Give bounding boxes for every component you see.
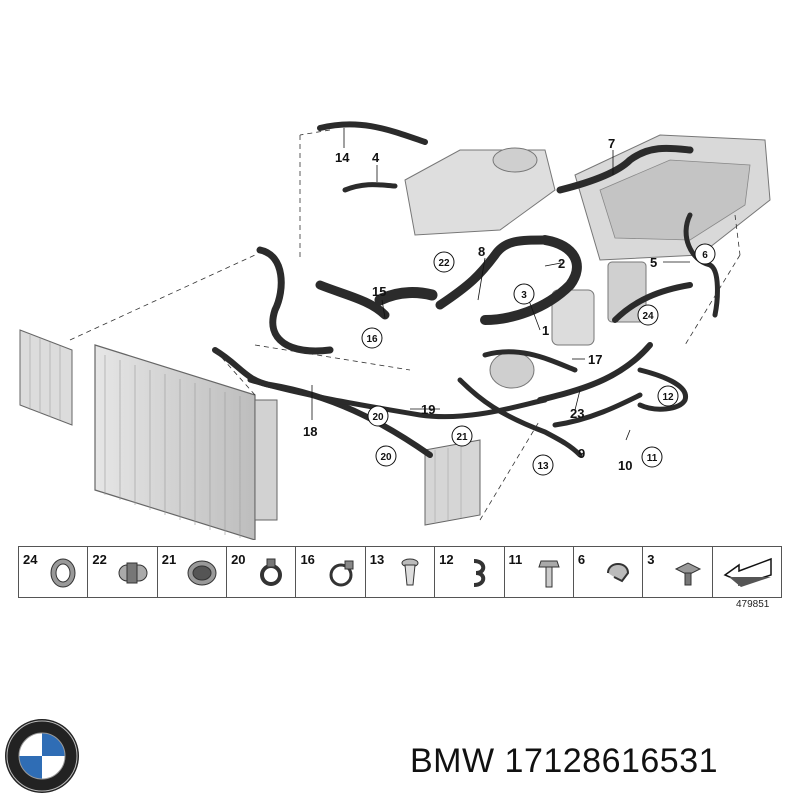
callout-8: 8 — [478, 244, 485, 259]
radiator — [94, 344, 278, 540]
part-cell-24: 24 — [19, 547, 89, 597]
circled-callout-13: 13 — [532, 454, 554, 476]
svg-text:3: 3 — [521, 290, 527, 301]
svg-text:13: 13 — [537, 461, 549, 472]
part-number: 22 — [92, 552, 107, 567]
callout-7: 7 — [608, 136, 615, 151]
callout-2: 2 — [558, 256, 565, 271]
svg-text:11: 11 — [647, 453, 658, 464]
circled-callout-16: 16 — [361, 327, 383, 349]
callout-10: 10 — [618, 458, 632, 473]
circled-callout-6: 6 — [694, 243, 716, 265]
push-nut-icon — [674, 562, 701, 586]
hose-clamp-band-icon — [50, 558, 76, 588]
bmw-logo-icon — [5, 719, 79, 793]
clip-icon — [607, 563, 630, 583]
part-number: 3 — [647, 552, 655, 567]
part-cell-20: 20 — [227, 547, 297, 597]
svg-text:20: 20 — [380, 452, 392, 463]
spring-clamp-icon — [260, 558, 283, 586]
part-cell-3: 3 — [643, 547, 713, 597]
circled-callout-12: 12 — [657, 385, 679, 407]
callout-5: 5 — [650, 255, 657, 270]
circled-callouts: 22 3 6 16 24 12 20 21 20 13 11 — [361, 243, 716, 476]
part-number: 12 — [439, 552, 454, 567]
hose-connector-icon — [118, 562, 148, 584]
part-number: 11 — [508, 552, 523, 567]
callout-19: 19 — [421, 402, 435, 417]
hose-clamp-wide-icon — [187, 560, 217, 586]
callout-14: 14 — [335, 150, 350, 165]
svg-text:20: 20 — [372, 412, 384, 423]
engine-block — [574, 134, 771, 261]
hose-holder-icon — [473, 559, 485, 587]
callout-15: 15 — [372, 284, 386, 299]
bolt-icon — [538, 560, 560, 588]
circled-callout-3: 3 — [513, 283, 535, 305]
diagram-reference-code: 479851 — [736, 599, 770, 610]
parts-strip: 24 22 21 20 16 13 12 11 6 3 — [18, 546, 782, 598]
part-number: 24 — [23, 552, 38, 567]
part-cell-12: 12 — [435, 547, 505, 597]
callout-18: 18 — [303, 424, 317, 439]
part-number: 6 — [577, 552, 586, 567]
circled-callout-20b: 20 — [375, 445, 397, 467]
part-number: 13 — [369, 552, 385, 567]
coolant-hoses — [212, 121, 720, 458]
part-cell-11: 11 — [505, 547, 574, 597]
part-number-caption: BMW 17128616531 — [410, 742, 719, 780]
circled-callout-21: 21 — [451, 425, 473, 447]
callout-labels: 14 4 7 8 2 5 15 1 17 19 23 18 9 10 — [303, 136, 657, 473]
part-cell-6: 6 — [574, 547, 644, 597]
cooling-hoses-diagram: 14 4 7 8 2 5 15 1 17 19 23 18 9 10 22 3 … — [19, 121, 771, 540]
part-cell-16: 16 — [296, 547, 366, 597]
callout-leaders — [311, 128, 690, 441]
lower-auxiliary-cooler — [424, 439, 481, 526]
expansion-tank — [404, 147, 556, 236]
expanding-rivet-icon — [401, 558, 419, 586]
direction-arrow-icon — [723, 557, 772, 587]
svg-text:12: 12 — [662, 392, 674, 403]
hose-clamp-icon — [329, 560, 354, 587]
callout-1: 1 — [542, 323, 549, 338]
part-cell-13: 13 — [366, 547, 436, 597]
svg-text:24: 24 — [642, 311, 654, 322]
circled-callout-11: 11 — [641, 446, 663, 468]
svg-text:16: 16 — [366, 334, 378, 345]
assembly-leaders — [69, 129, 741, 521]
circled-callout-20a: 20 — [367, 405, 389, 427]
auxiliary-radiator — [19, 329, 73, 426]
part-number: 20 — [231, 552, 246, 567]
callout-9: 9 — [578, 446, 585, 461]
callout-23: 23 — [570, 406, 584, 421]
part-cell-22: 22 — [88, 547, 158, 597]
part-cell-21: 21 — [158, 547, 228, 597]
svg-text:21: 21 — [456, 432, 468, 443]
svg-text:22: 22 — [438, 258, 450, 269]
part-number: 16 — [300, 552, 315, 567]
svg-text:6: 6 — [702, 250, 708, 261]
circled-callout-24: 24 — [637, 304, 659, 326]
callout-17: 17 — [588, 352, 602, 367]
part-cell-arrow — [713, 547, 781, 597]
circled-callout-22: 22 — [433, 251, 455, 273]
callout-4: 4 — [372, 150, 380, 165]
part-number: 21 — [161, 552, 177, 567]
